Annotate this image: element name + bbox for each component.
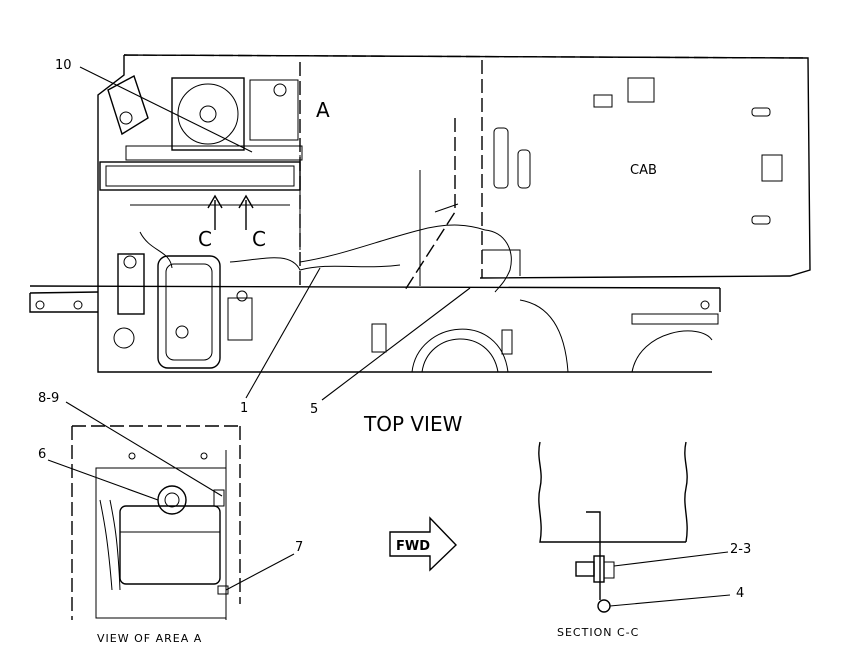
callout-4: 4 [736,586,744,601]
leader-10 [79,66,253,153]
leader-1 [245,267,321,399]
top-view-caption: TOP VIEW [363,412,463,436]
leader-7 [225,553,295,591]
callout-1: 1 [240,401,248,416]
top-view-drawing [29,54,811,373]
leader-4 [609,594,731,607]
callout-2-3: 2-3 [730,542,751,557]
section-c-right-label: C [252,227,266,251]
callout-5: 5 [310,402,318,417]
view-of-area-a-caption: VIEW OF AREA A [97,632,202,645]
section-c-c-caption: SECTION C-C [557,626,639,639]
fwd-label: FWD [396,539,430,554]
leader-6 [47,459,159,501]
section-c-c-drawing [538,441,688,613]
cab-label: CAB [630,163,657,178]
fwd-arrow [389,516,457,572]
leader-2-3 [613,551,729,567]
callout-8-9: 8-9 [38,391,59,406]
leader-5 [321,287,471,401]
callout-6: 6 [38,447,46,462]
section-c-left-label: C [198,227,212,251]
view-of-area-a-drawing [71,425,241,620]
area-a-label: A [316,98,330,122]
callout-10: 10 [55,58,72,73]
leader-8-9 [65,401,223,497]
callout-7: 7 [295,540,303,555]
